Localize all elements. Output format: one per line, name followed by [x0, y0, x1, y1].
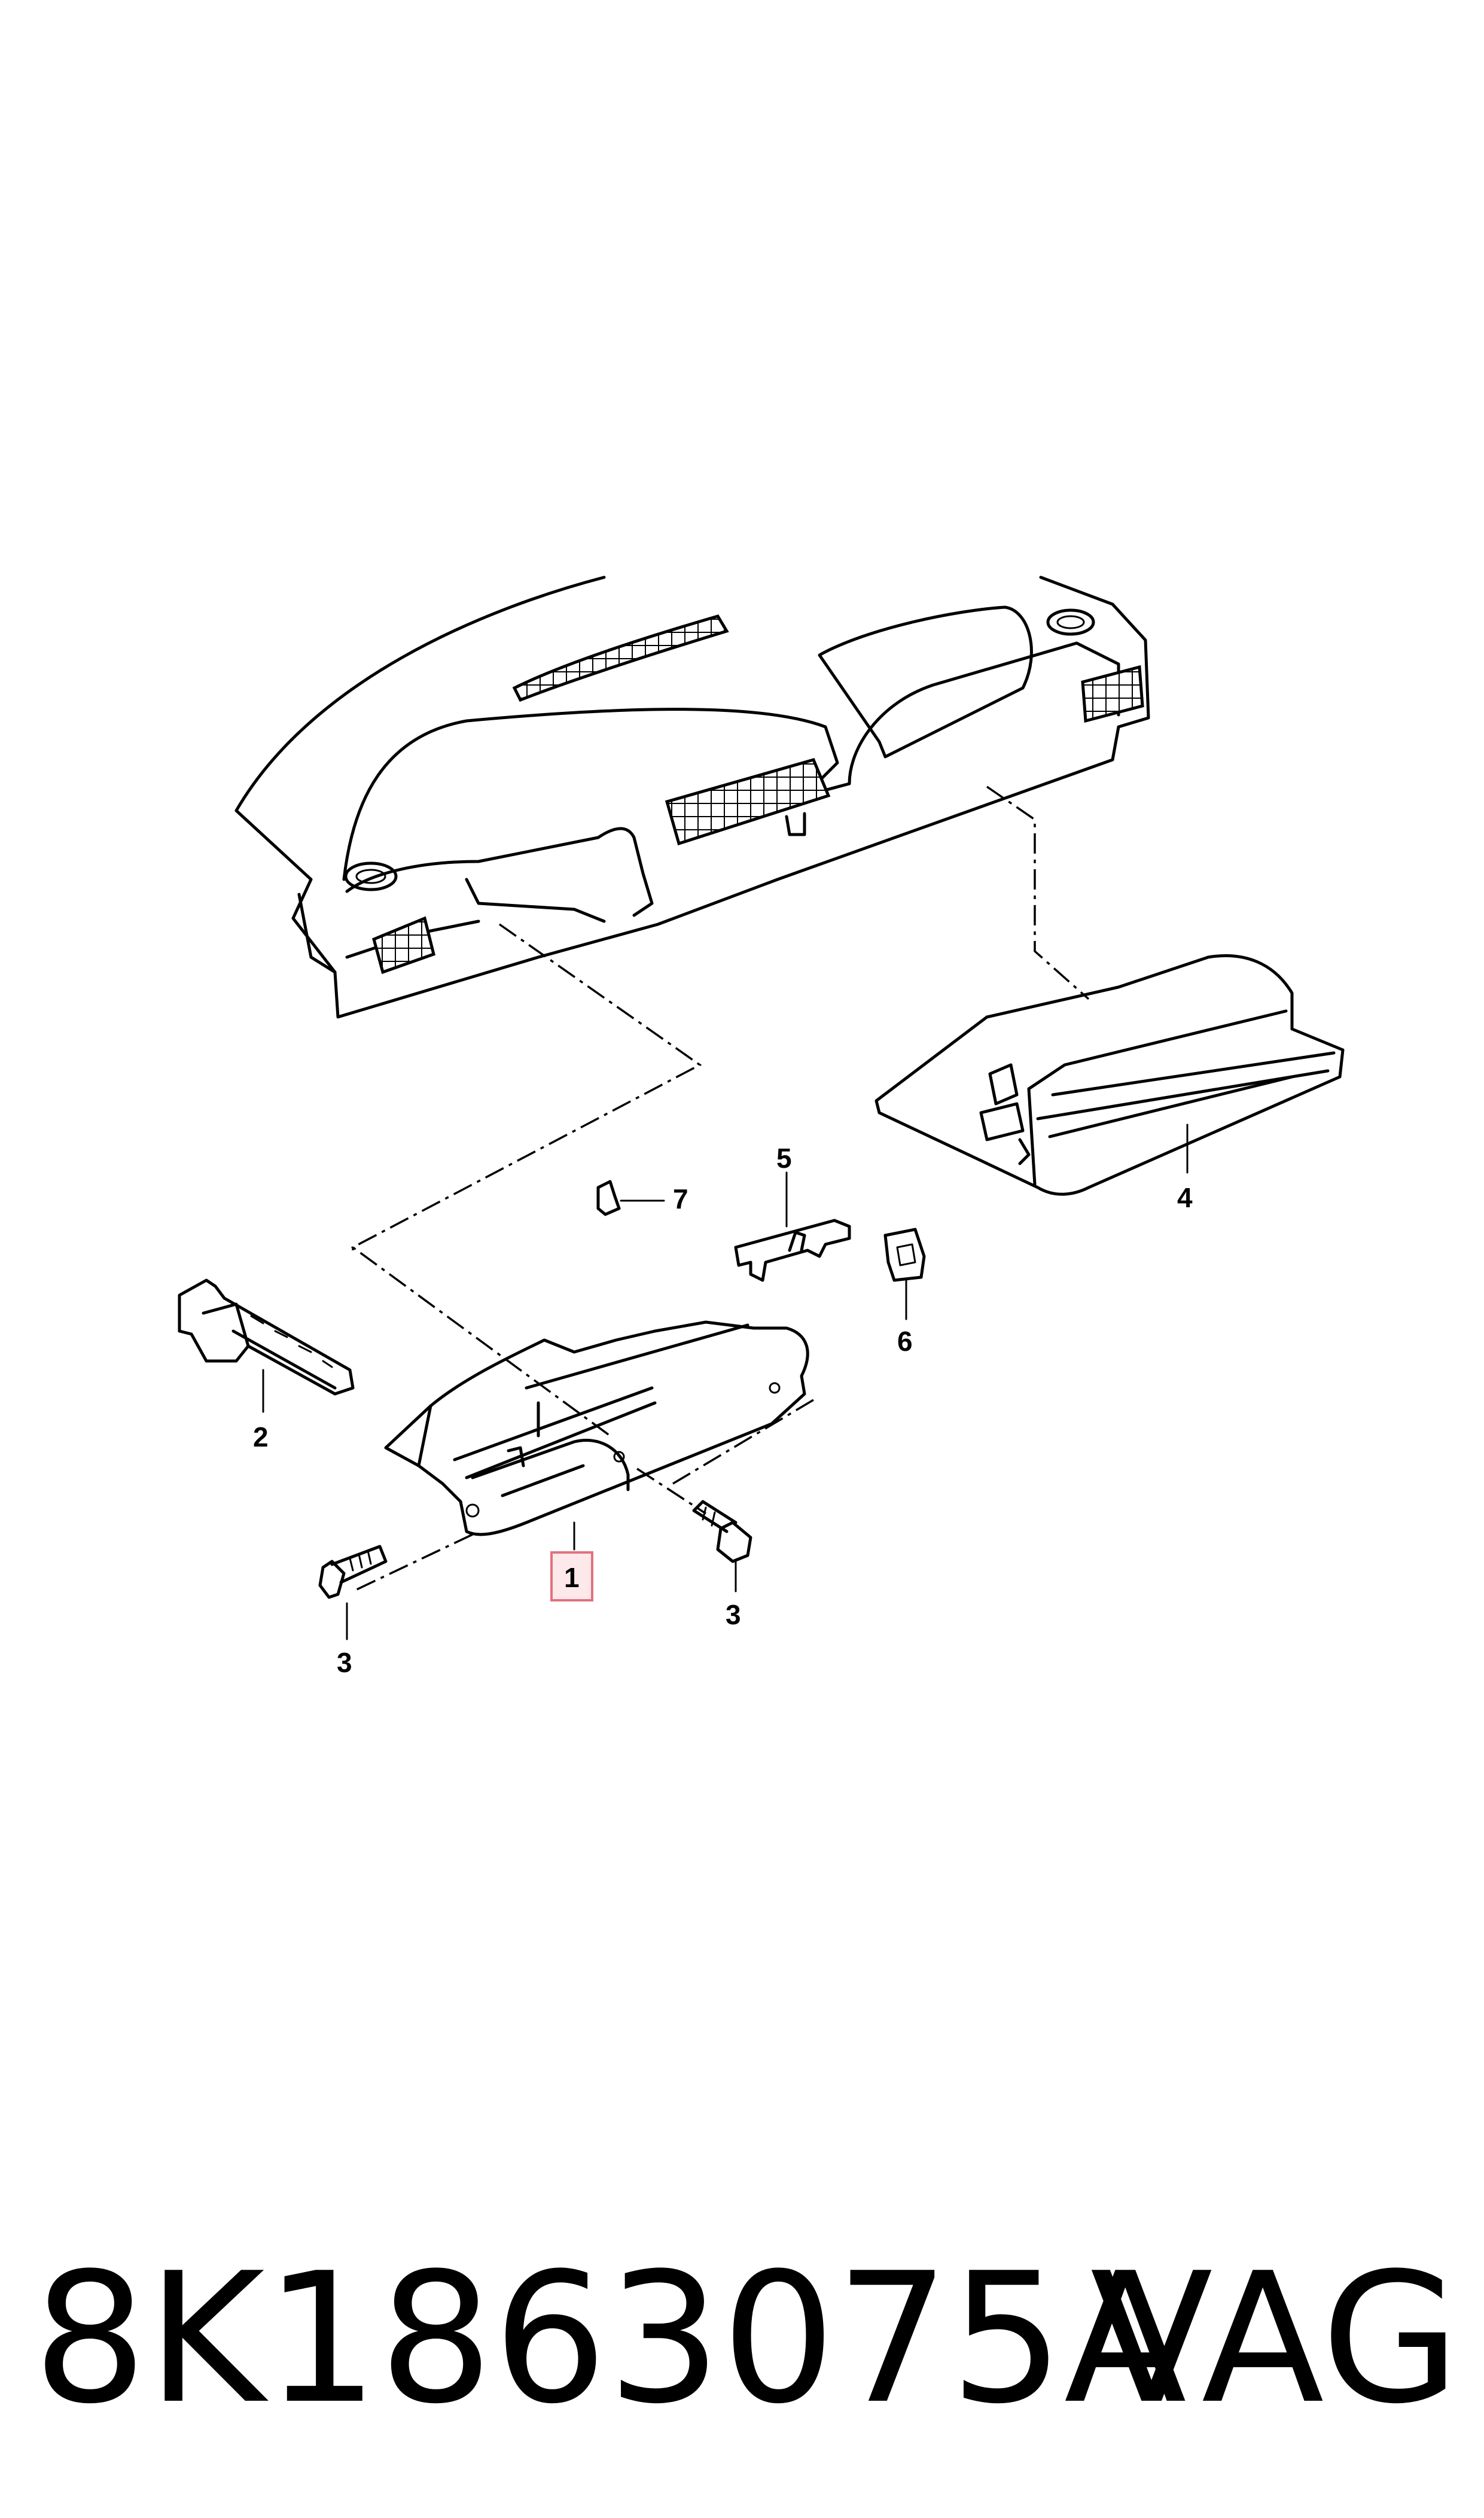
- callout-6: 6: [897, 1326, 913, 1357]
- callout-3-right: 3: [726, 1599, 741, 1630]
- callout-3-left: 3: [337, 1647, 352, 1678]
- part-5-bracket: [734, 1171, 851, 1282]
- part-6-clip: [883, 1228, 926, 1320]
- part-number: 8K1863075A: [33, 2234, 1187, 2443]
- dashboard-panel: [234, 576, 1150, 1019]
- part-1-glovebox-lid: [384, 1320, 809, 1551]
- footer: 8K1863075A VAG: [0, 2213, 1484, 2465]
- callout-1-highlight: [550, 1551, 593, 1601]
- part-4-glovebox-housing: [874, 954, 1345, 1196]
- callout-1: 1: [564, 1562, 580, 1593]
- callout-4: 4: [1177, 1182, 1193, 1213]
- part-7-clip: [596, 1180, 665, 1216]
- part-2-bracket: [178, 1278, 355, 1413]
- callout-2: 2: [253, 1421, 269, 1453]
- callout-5: 5: [776, 1143, 792, 1174]
- callout-7: 7: [673, 1183, 688, 1214]
- callouts: 7 5 4 6 2 1 3 3: [253, 1143, 1193, 1678]
- brand: VAG: [1090, 2234, 1460, 2443]
- assembly-lines: [351, 785, 1090, 1593]
- parts-diagram: 7 5 4 6 2 1 3 3: [178, 576, 1345, 1678]
- part-3-screw-left: [318, 1545, 388, 1640]
- part-3-screw-right: [692, 1500, 752, 1593]
